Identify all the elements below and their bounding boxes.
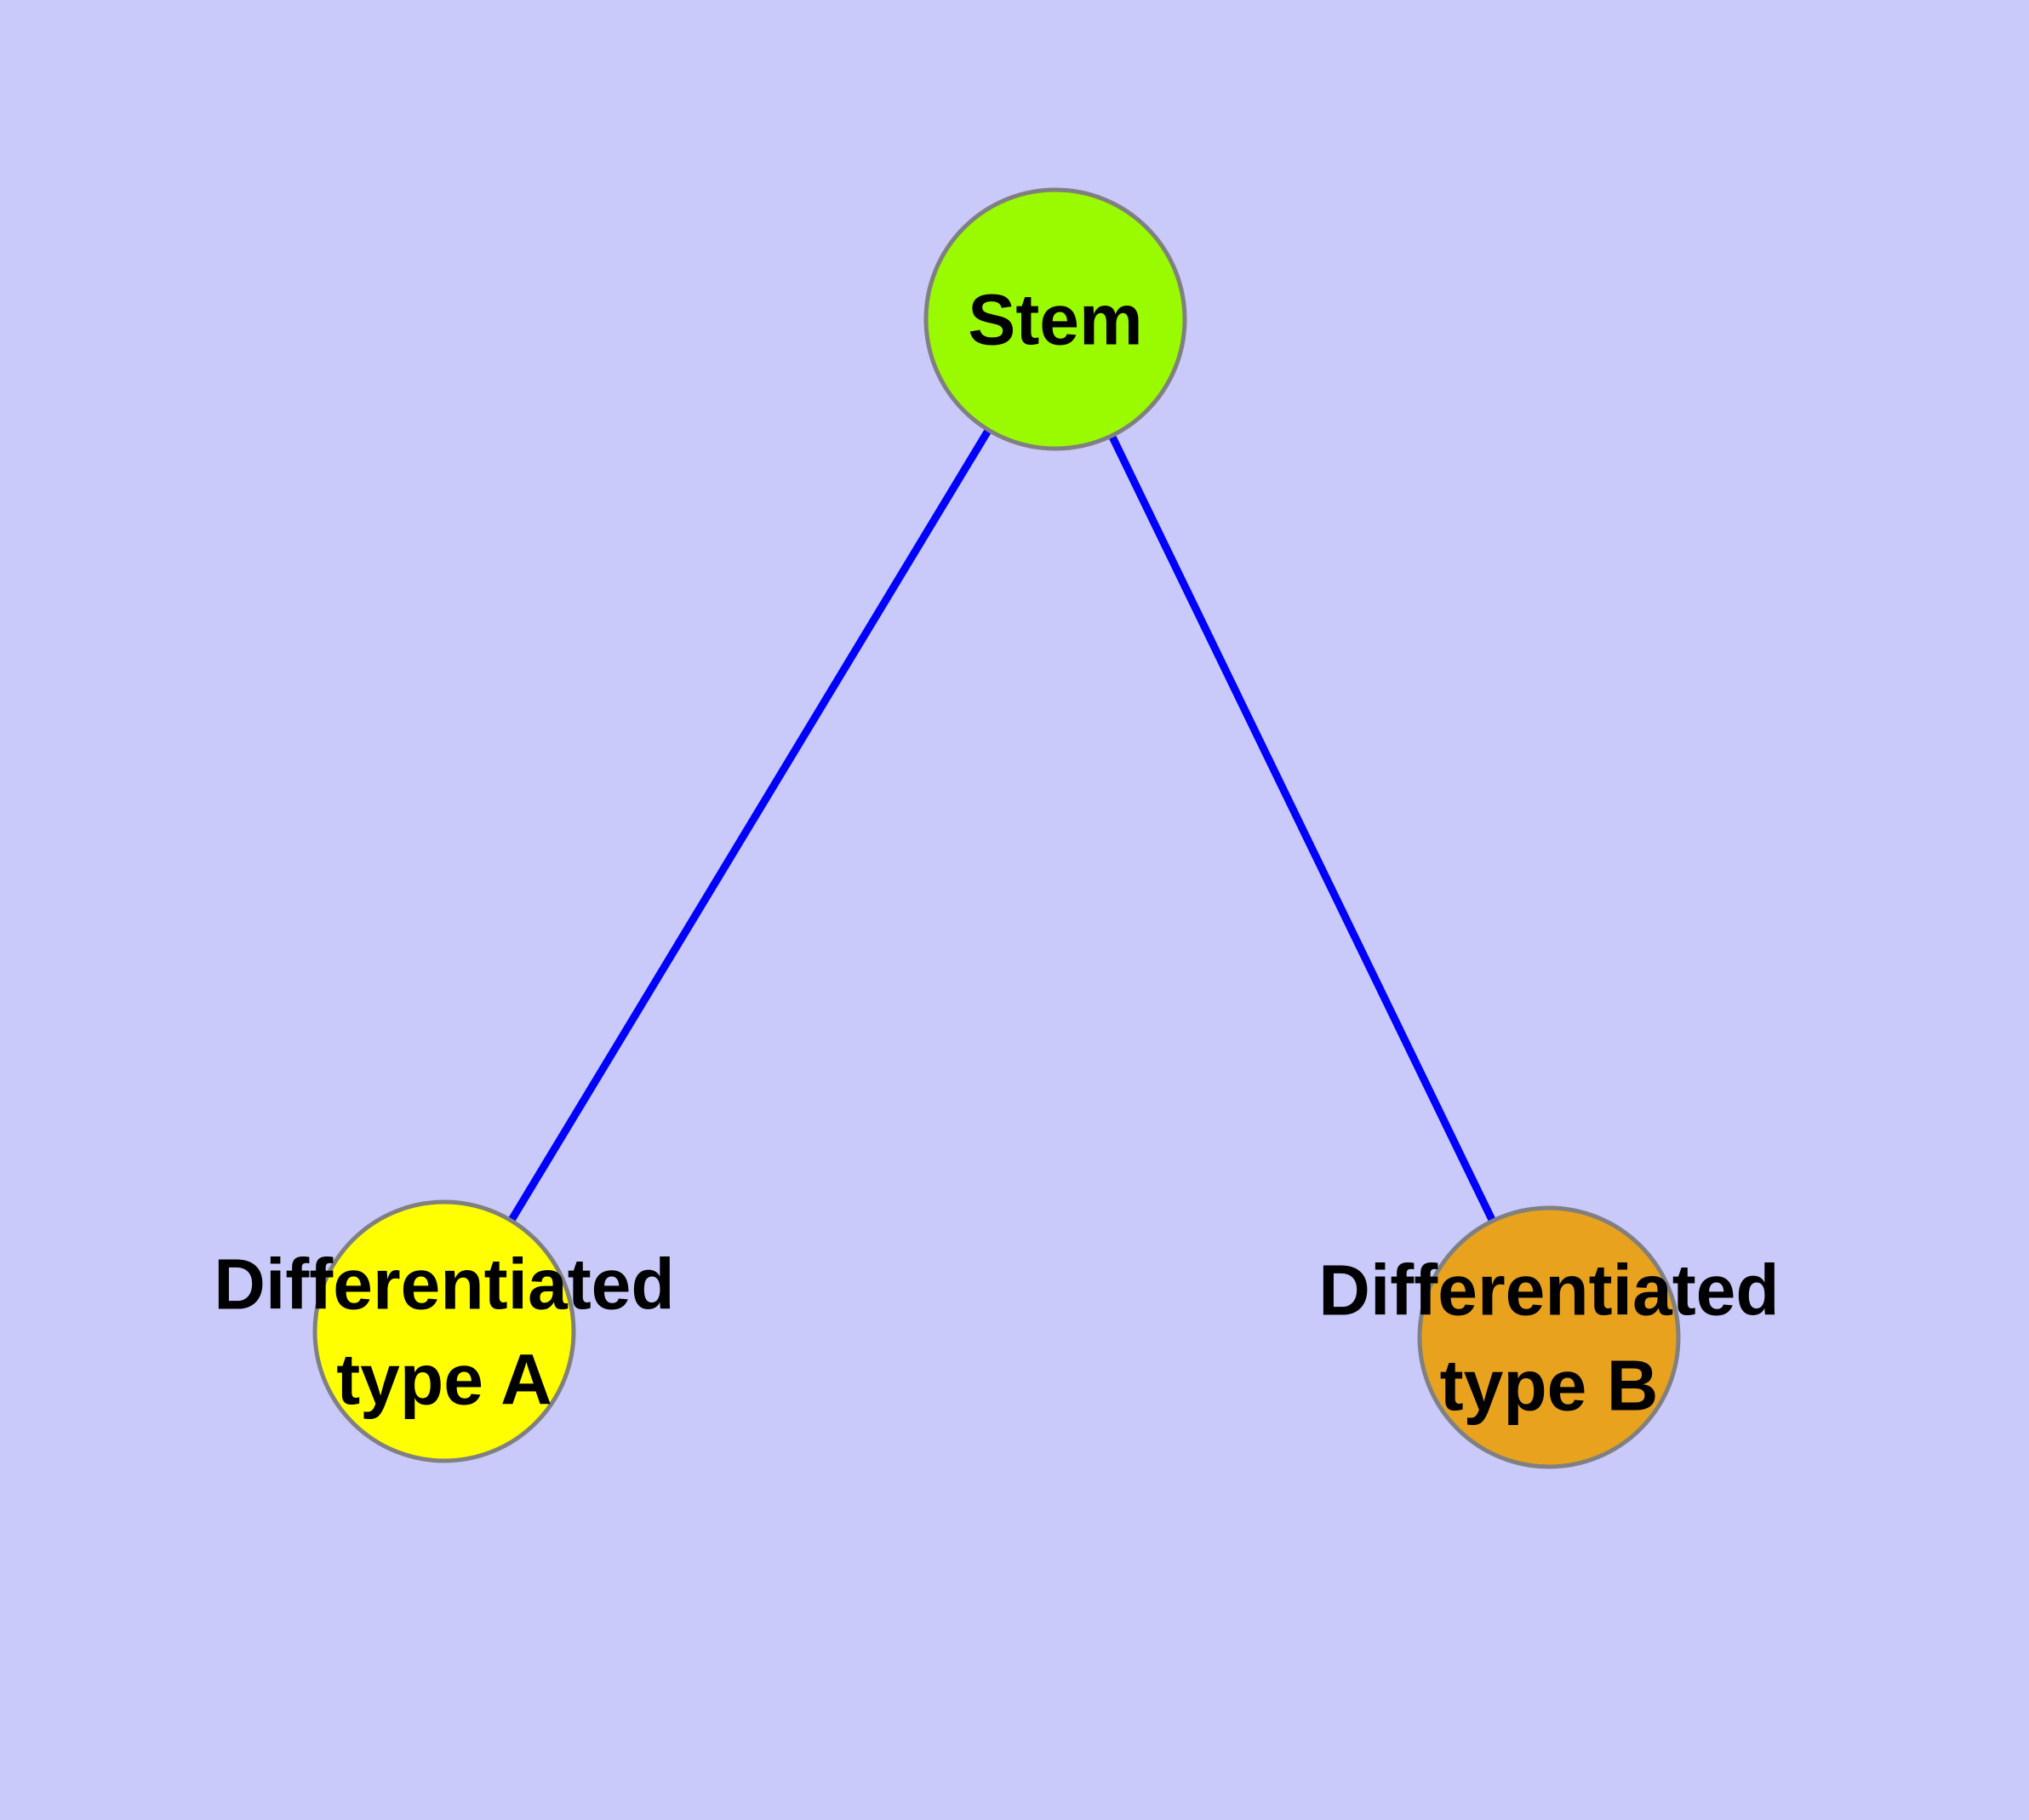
node-stem-circle[interactable] xyxy=(923,187,1187,451)
node-differentiated-type-b-label: Differentiated type B xyxy=(1318,1250,1779,1425)
edge-stem-to-differentiated-type-b xyxy=(1051,318,1553,1339)
node-differentiated-type-b-circle[interactable] xyxy=(1417,1205,1681,1469)
node-differentiated-type-a-circle[interactable] xyxy=(312,1199,576,1463)
edges-layer xyxy=(441,317,1553,1339)
node-differentiated-type-a[interactable]: Differentiated type A xyxy=(214,1199,675,1463)
node-differentiated-type-b-label-line-2: type B xyxy=(1440,1345,1659,1425)
node-stem[interactable]: Stem xyxy=(923,187,1187,451)
edge-stem-to-differentiated-type-a xyxy=(441,317,1059,1334)
node-differentiated-type-b[interactable]: Differentiated type B xyxy=(1318,1205,1780,1469)
node-stem-label-line-1: Stem xyxy=(968,279,1142,359)
node-differentiated-type-a-label-line-1: Differentiated xyxy=(214,1244,674,1324)
node-stem-label: Stem xyxy=(968,279,1142,359)
node-differentiated-type-a-label-line-2: type A xyxy=(336,1339,552,1419)
node-differentiated-type-a-label: Differentiated type A xyxy=(214,1244,674,1419)
node-differentiated-type-b-label-line-1: Differentiated xyxy=(1318,1250,1779,1330)
